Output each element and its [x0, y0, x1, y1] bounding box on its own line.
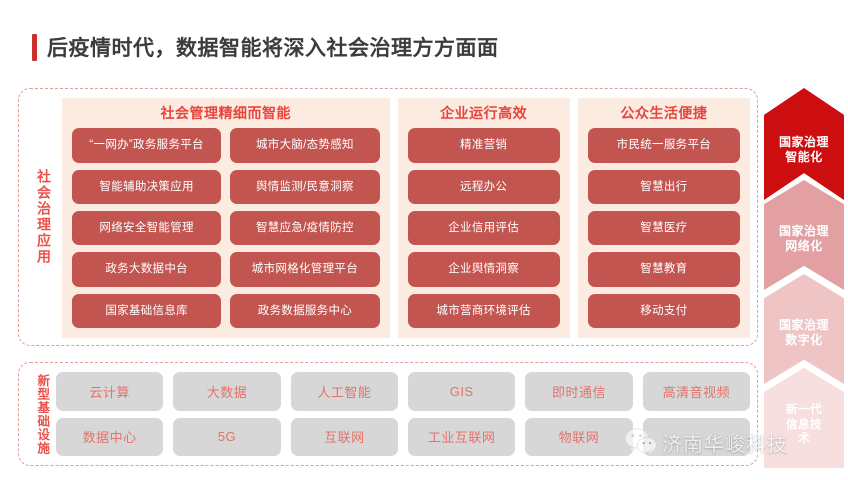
infra-pill[interactable]: 数据中心 — [56, 417, 164, 456]
app-pill[interactable]: 智慧应急/疫情防控 — [230, 211, 380, 246]
app-pill[interactable]: 城市营商环境评估 — [407, 293, 560, 329]
arrow-segment-digital: 国家治理 数字化 — [764, 274, 844, 384]
app-pill[interactable]: 远程办公 — [407, 169, 560, 205]
app-pill[interactable]: 政务大数据中台 — [72, 252, 222, 287]
infra-pill[interactable]: 互联网 — [290, 417, 398, 456]
app-pill[interactable]: 精准营销 — [407, 128, 560, 163]
arrow-segment-label: 新一代 信息技 术 — [786, 404, 822, 446]
application-panels: 社会管理精细而智能 “一网办”政务服务平台 智能辅助决策应用 网络安全智能管理 … — [62, 98, 750, 338]
panel-public-convenience: 公众生活便捷 市民统一服务平台 智慧出行 智慧医疗 智慧教育 移动支付 — [577, 98, 750, 338]
panel-title: 企业运行高效 — [440, 105, 528, 121]
arrow-segment-label: 国家治理 智能化 — [778, 135, 829, 164]
panel-column: 精准营销 远程办公 企业信用评估 企业舆情洞察 城市营商环境评估 — [407, 128, 560, 329]
panel-column: 市民统一服务平台 智慧出行 智慧医疗 智慧教育 移动支付 — [587, 128, 740, 329]
infra-pill[interactable]: 云计算 — [56, 372, 164, 411]
app-pill[interactable]: 城市大脑/态势感知 — [230, 128, 380, 163]
infra-pill[interactable]: 高清音视频 — [642, 372, 750, 411]
app-pill[interactable]: 智慧出行 — [587, 169, 740, 205]
app-pill[interactable]: 智慧医疗 — [587, 211, 740, 246]
infrastructure-grid: 云计算 大数据 人工智能 GIS 即时通信 高清音视频 数据中心 5G 互联网 … — [56, 372, 750, 456]
app-pill[interactable]: “一网办”政务服务平台 — [72, 128, 222, 163]
arrow-segment-label: 国家治理 网络化 — [778, 224, 829, 253]
app-pill[interactable]: 智慧教育 — [587, 252, 740, 287]
page-title-text: 后疫情时代，数据智能将深入社会治理方方面面 — [47, 37, 499, 60]
infrastructure-side-label: 新型基础设施 — [35, 373, 50, 455]
arrow-segment-label: 国家治理 数字化 — [778, 318, 829, 347]
arrow-segment-intelligent: 国家治理 智能化 — [764, 88, 844, 200]
app-pill[interactable]: 城市网格化管理平台 — [230, 252, 380, 287]
app-pill[interactable]: 智能辅助决策应用 — [72, 169, 222, 205]
app-pill[interactable]: 舆情监测/民意洞察 — [230, 169, 380, 205]
app-pill[interactable]: 政务数据服务中心 — [230, 293, 380, 329]
infra-pill[interactable] — [642, 417, 750, 456]
app-pill[interactable]: 企业信用评估 — [407, 211, 560, 246]
panel-column: 城市大脑/态势感知 舆情监测/民意洞察 智慧应急/疫情防控 城市网格化管理平台 … — [230, 128, 380, 329]
page-title: 后疫情时代，数据智能将深入社会治理方方面面 — [32, 32, 499, 62]
infra-pill[interactable]: 物联网 — [525, 417, 633, 456]
infra-pill[interactable]: GIS — [408, 372, 516, 411]
app-pill[interactable]: 企业舆情洞察 — [407, 252, 560, 287]
panel-title: 公众生活便捷 — [620, 105, 708, 121]
panel-social-management: 社会管理精细而智能 “一网办”政务服务平台 智能辅助决策应用 网络安全智能管理 … — [62, 98, 390, 338]
infra-pill[interactable]: 工业互联网 — [408, 417, 516, 456]
app-pill[interactable]: 国家基础信息库 — [72, 293, 222, 329]
arrow-segment-new-generation-it: 新一代 信息技 术 — [764, 368, 844, 468]
infra-pill[interactable]: 即时通信 — [525, 372, 633, 411]
infra-pill[interactable]: 5G — [173, 417, 281, 456]
applications-side-label: 社会治理应用 — [36, 169, 52, 265]
infra-pill[interactable]: 大数据 — [173, 372, 281, 411]
infra-pill[interactable]: 人工智能 — [290, 372, 398, 411]
app-pill[interactable]: 网络安全智能管理 — [72, 211, 222, 246]
app-pill[interactable]: 市民统一服务平台 — [587, 128, 740, 163]
arrow-segment-networked: 国家治理 网络化 — [764, 180, 844, 290]
panel-title: 社会管理精细而智能 — [160, 105, 291, 121]
title-accent-bar — [32, 33, 37, 61]
governance-arrow-stack: 国家治理 智能化 国家治理 网络化 国家治理 数字化 新一代 信息技 术 — [764, 88, 844, 468]
app-pill[interactable]: 移动支付 — [587, 293, 740, 329]
panel-enterprise-efficiency: 企业运行高效 精准营销 远程办公 企业信用评估 企业舆情洞察 城市营商环境评估 — [397, 98, 570, 338]
panel-column: “一网办”政务服务平台 智能辅助决策应用 网络安全智能管理 政务大数据中台 国家… — [72, 128, 222, 329]
